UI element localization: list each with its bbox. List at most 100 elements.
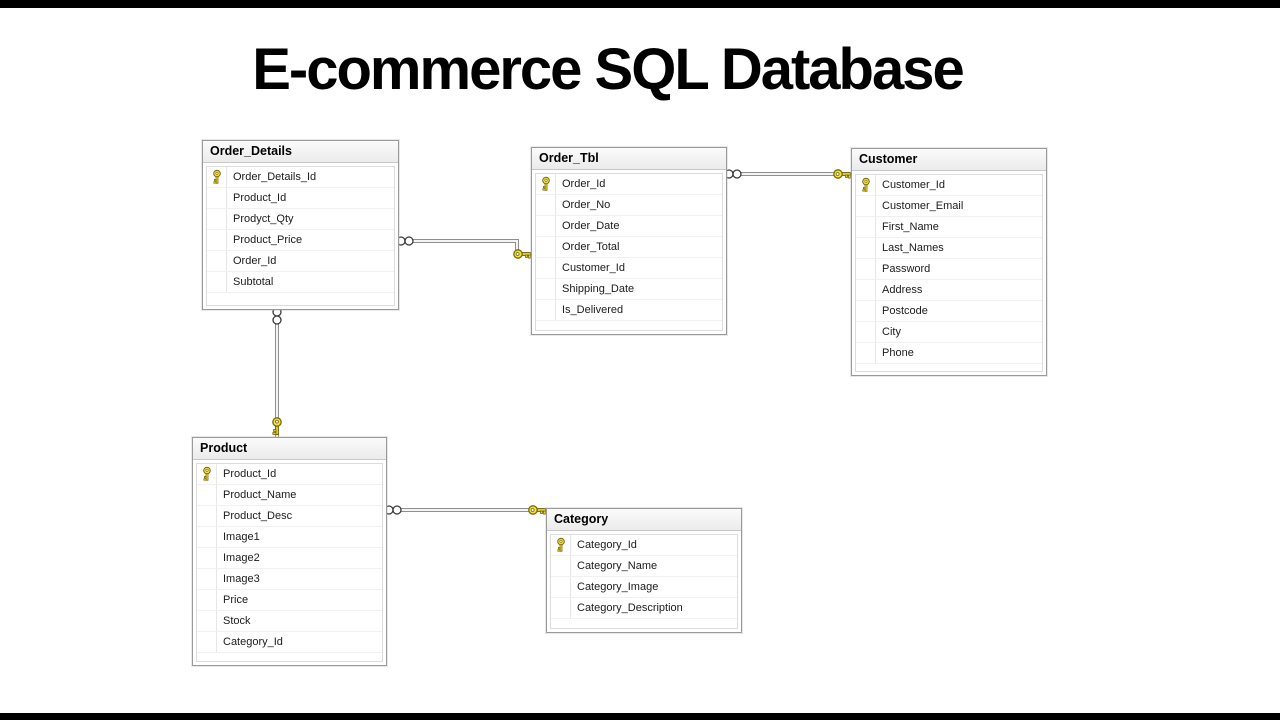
field-name: Order_Total (562, 241, 620, 253)
field-row[interactable]: Image3 (197, 569, 382, 590)
key-cell-empty (536, 237, 556, 257)
field-row[interactable]: City (856, 322, 1042, 343)
field-row[interactable]: Order_Id (207, 251, 394, 272)
table-title[interactable]: Category (547, 509, 741, 531)
key-cell-empty (197, 506, 217, 526)
key-cell-empty (536, 300, 556, 320)
field-name: Image2 (223, 552, 260, 564)
field-row[interactable]: Customer_Id (536, 258, 722, 279)
key-cell-empty (207, 272, 227, 292)
key-cell-empty (197, 632, 217, 652)
key-cell-empty (856, 322, 876, 342)
field-name: Last_Names (882, 242, 944, 254)
field-name: Image1 (223, 531, 260, 543)
relationship-product-category (384, 505, 547, 515)
field-row[interactable]: Price (197, 590, 382, 611)
letterbox-top (0, 0, 1280, 8)
key-cell-empty (536, 216, 556, 236)
field-row[interactable]: Order_Total (536, 237, 722, 258)
field-name: Category_Id (223, 636, 283, 648)
field-row[interactable]: Order_Details_Id (207, 167, 394, 188)
field-name: Product_Name (223, 489, 297, 501)
field-row[interactable]: Last_Names (856, 238, 1042, 259)
field-row[interactable]: Product_Price (207, 230, 394, 251)
field-row[interactable]: Prodyct_Qty (207, 209, 394, 230)
field-name: Order_Id (562, 178, 606, 190)
key-cell-empty (197, 569, 217, 589)
relationship-order_tbl-customer (724, 169, 852, 179)
field-row[interactable]: Stock (197, 611, 382, 632)
field-name: Category_Image (577, 581, 659, 593)
key-cell-empty (551, 577, 571, 597)
field-name: Order_Id (233, 255, 277, 267)
field-name: Product_Desc (223, 510, 293, 522)
field-row[interactable]: Image2 (197, 548, 382, 569)
infinity-icon (404, 236, 414, 246)
table-title[interactable]: Order_Details (203, 141, 398, 163)
table-title[interactable]: Product (193, 438, 386, 460)
field-name: Customer_Id (562, 262, 625, 274)
key-cell-empty (197, 548, 217, 568)
field-row[interactable]: Order_No (536, 195, 722, 216)
key-cell-empty (197, 611, 217, 631)
field-row[interactable]: Image1 (197, 527, 382, 548)
field-row[interactable]: Order_Date (536, 216, 722, 237)
relationship-order_details-product (272, 307, 282, 437)
field-name: Category_Description (577, 602, 683, 614)
field-name: Postcode (882, 305, 928, 317)
key-cell-empty (856, 238, 876, 258)
field-row[interactable]: Category_Image (551, 577, 737, 598)
field-name: Is_Delivered (562, 304, 624, 316)
field-row[interactable]: First_Name (856, 217, 1042, 238)
field-name: Shipping_Date (562, 283, 635, 295)
key-cell-empty (536, 279, 556, 299)
infinity-icon (392, 505, 402, 515)
field-name: Stock (223, 615, 251, 627)
field-row[interactable]: Phone (856, 343, 1042, 364)
field-row[interactable]: Order_Id (536, 174, 722, 195)
field-row[interactable]: Is_Delivered (536, 300, 722, 321)
key-cell-empty (856, 259, 876, 279)
field-row[interactable]: Customer_Email (856, 196, 1042, 217)
key-icon (513, 249, 532, 259)
field-name: Product_Id (223, 468, 277, 480)
field-row[interactable]: Shipping_Date (536, 279, 722, 300)
key-cell-empty (207, 230, 227, 250)
field-row[interactable]: Product_Id (207, 188, 394, 209)
field-row[interactable]: Product_Id (197, 464, 382, 485)
field-row[interactable]: Category_Description (551, 598, 737, 619)
field-row[interactable]: Category_Id (551, 535, 737, 556)
table-title[interactable]: Customer (852, 149, 1046, 171)
key-cell-empty (536, 195, 556, 215)
key-cell-empty (197, 590, 217, 610)
field-row[interactable]: Postcode (856, 301, 1042, 322)
field-row[interactable]: Category_Name (551, 556, 737, 577)
field-row[interactable]: Subtotal (207, 272, 394, 293)
field-row[interactable]: Product_Desc (197, 506, 382, 527)
page-title: E-commerce SQL Database (252, 37, 965, 102)
field-row[interactable]: Product_Name (197, 485, 382, 506)
table-title[interactable]: Order_Tbl (532, 148, 726, 170)
field-name: Customer_Email (882, 200, 964, 212)
key-cell-empty (856, 280, 876, 300)
key-cell-empty (197, 527, 217, 547)
field-row[interactable]: Address (856, 280, 1042, 301)
field-name: City (882, 326, 901, 338)
primary-key-icon (197, 464, 217, 484)
field-row[interactable]: Customer_Id (856, 175, 1042, 196)
field-row[interactable]: Password (856, 259, 1042, 280)
field-name: Price (223, 594, 249, 606)
field-row[interactable]: Category_Id (197, 632, 382, 653)
key-icon (528, 505, 547, 515)
